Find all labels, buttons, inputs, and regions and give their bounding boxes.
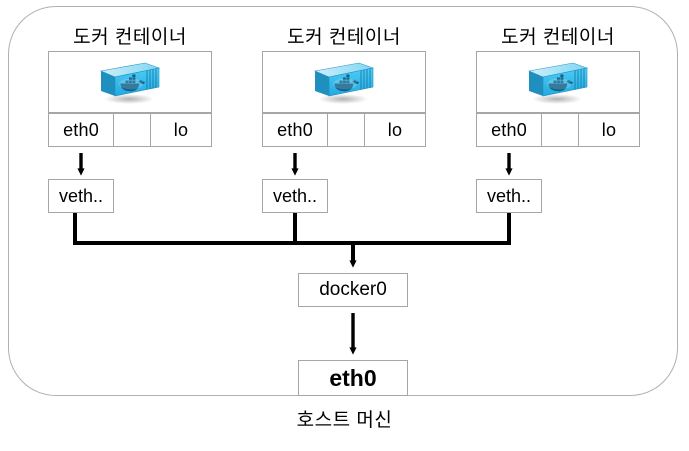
veth-box-2: veth.. bbox=[262, 179, 328, 213]
container-eth0-2: eth0 bbox=[262, 113, 328, 147]
docker-container-logo-icon bbox=[527, 62, 589, 104]
container-body-2 bbox=[262, 51, 426, 113]
container-eth0-1: eth0 bbox=[48, 113, 114, 147]
container-title-2: 도커 컨테이너 bbox=[287, 27, 401, 48]
docker-container-logo-icon bbox=[99, 62, 161, 104]
container-title-3: 도커 컨테이너 bbox=[501, 27, 615, 48]
container-body-3 bbox=[476, 51, 640, 113]
host-eth0-box: eth0 bbox=[298, 360, 408, 396]
docker-container-logo-icon bbox=[313, 62, 375, 104]
iface-spacer-3 bbox=[542, 113, 578, 147]
iface-row-1: eth0 lo bbox=[48, 113, 212, 147]
veth-box-1: veth.. bbox=[48, 179, 114, 213]
container-title-1: 도커 컨테이너 bbox=[73, 27, 187, 48]
container-body-1 bbox=[48, 51, 212, 113]
docker0-bridge-box: docker0 bbox=[298, 273, 408, 307]
iface-spacer-2 bbox=[328, 113, 364, 147]
iface-spacer-1 bbox=[114, 113, 150, 147]
veth-box-3: veth.. bbox=[476, 179, 542, 213]
container-lo-2: lo bbox=[364, 113, 426, 147]
container-eth0-3: eth0 bbox=[476, 113, 542, 147]
host-machine-label: 호스트 머신 bbox=[296, 410, 393, 431]
container-lo-3: lo bbox=[578, 113, 640, 147]
iface-row-3: eth0 lo bbox=[476, 113, 640, 147]
iface-row-2: eth0 lo bbox=[262, 113, 426, 147]
container-lo-1: lo bbox=[150, 113, 212, 147]
